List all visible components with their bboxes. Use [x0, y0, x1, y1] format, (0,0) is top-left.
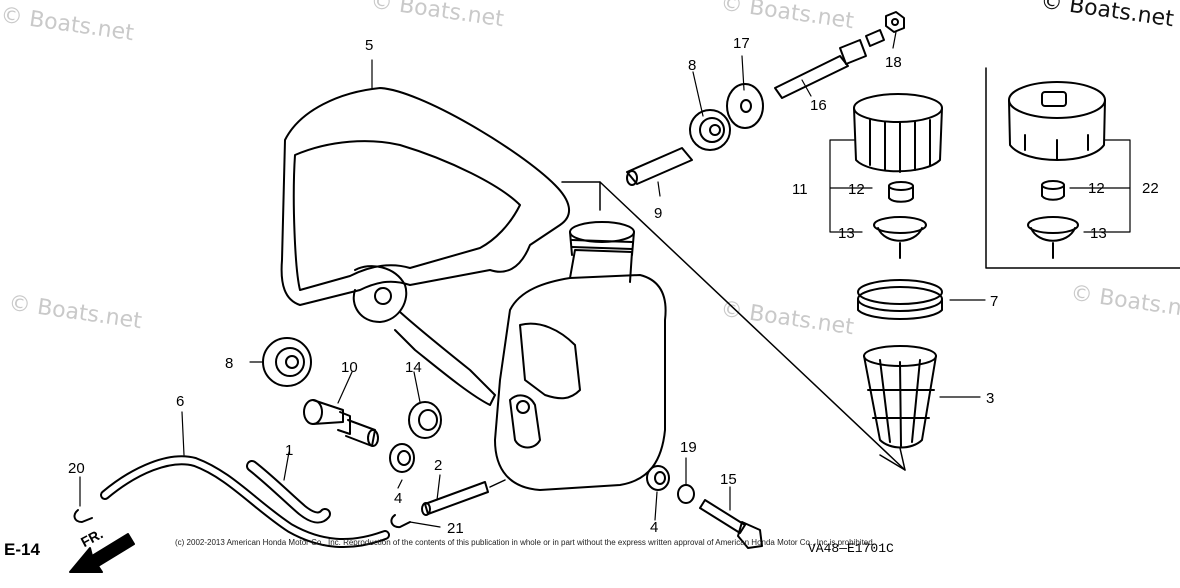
fuel-cap [853, 93, 943, 173]
callout-7: 7 [990, 293, 998, 310]
callout-4-right: 4 [650, 519, 658, 536]
grommet-14 [408, 401, 442, 439]
fuel-tank-body [494, 221, 667, 491]
washer-19 [677, 484, 695, 504]
callout-18: 18 [885, 54, 902, 71]
cap-packing-11 [873, 216, 927, 259]
fuel-strainer [863, 345, 937, 449]
callout-5: 5 [365, 37, 373, 54]
callout-20: 20 [68, 460, 85, 477]
grommet-4-left [389, 443, 415, 473]
callout-12-left: 12 [848, 181, 865, 198]
callout-13-left: 13 [838, 225, 855, 242]
callout-11: 11 [792, 181, 808, 198]
fuel-tube [246, 460, 331, 524]
callout-6: 6 [176, 393, 184, 410]
cap-packing-22 [1027, 216, 1079, 259]
callout-9: 9 [654, 205, 662, 222]
page-reference: E-14 [4, 540, 40, 559]
long-bolt [774, 29, 885, 99]
callout-22: 22 [1142, 180, 1159, 197]
fuel-tank-cover [280, 87, 570, 406]
copyright-notice: (c) 2002-2013 American Honda Motor Co., … [175, 538, 875, 547]
callout-17: 17 [733, 35, 750, 52]
tube-clip-20 [73, 509, 93, 523]
callout-16: 16 [810, 97, 827, 114]
callout-19: 19 [680, 439, 697, 456]
front-direction-arrow [69, 533, 135, 573]
callout-12-right: 12 [1088, 180, 1105, 197]
callout-13-right: 13 [1090, 225, 1107, 242]
bolt-15 [699, 499, 763, 549]
callout-3: 3 [986, 390, 994, 407]
leader-lines [79, 31, 1131, 528]
callout-21: 21 [447, 520, 464, 537]
grommet-top [689, 109, 731, 151]
washer [726, 83, 764, 129]
callout-8-left: 8 [225, 355, 233, 372]
tube-clip-21 [390, 514, 411, 529]
filter-ring [857, 279, 943, 320]
bolt-2 [421, 481, 489, 516]
spacer-tube [626, 147, 693, 186]
callout-8-top: 8 [688, 57, 696, 74]
alt-fuel-cap [1008, 81, 1106, 161]
grommet-4-right [646, 465, 670, 491]
cap-seal-22 [1041, 180, 1065, 201]
drawing-code: VA48—E1701C [808, 541, 894, 556]
nut-top [885, 11, 905, 33]
callout-2: 2 [434, 457, 442, 474]
grommet-left [262, 337, 312, 387]
callout-15: 15 [720, 471, 737, 488]
callout-14: 14 [405, 359, 422, 376]
fuel-hose [100, 455, 390, 548]
callout-1: 1 [285, 442, 293, 459]
cap-seal-11 [888, 181, 914, 203]
callout-labels: 5 8 17 16 18 9 11 12 13 12 22 13 7 3 8 1… [68, 35, 1159, 537]
callout-4-left: 4 [394, 490, 402, 507]
callout-10: 10 [341, 359, 358, 376]
fuel-joint [303, 399, 379, 447]
